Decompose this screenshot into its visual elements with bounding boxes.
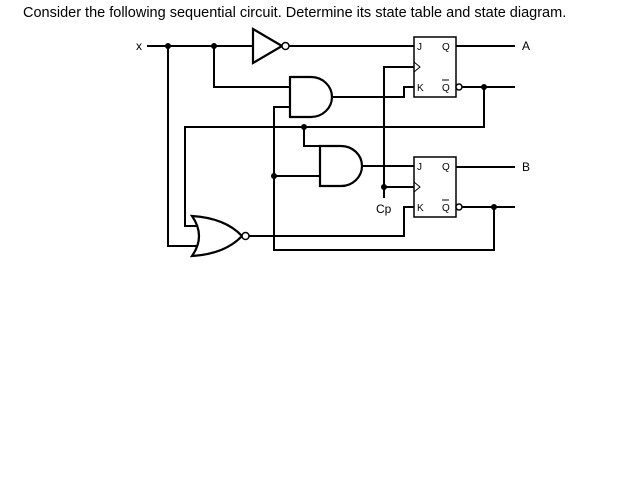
junction-dot — [301, 124, 307, 130]
junctions — [165, 43, 497, 210]
flipflop-b-q-pin: Q — [442, 162, 450, 173]
and-gate-1 — [288, 75, 334, 119]
input-x-label: x — [136, 39, 142, 53]
wire-and1-to-ka — [331, 86, 415, 98]
flipflop-b-k-pin: K — [417, 203, 424, 214]
wire-clock — [383, 66, 415, 198]
jk-flipflop-b: J K Q Q — [413, 156, 463, 218]
flipflop-a-qbar-pin: Q — [442, 83, 450, 94]
junction-dot — [481, 84, 487, 90]
output-a-label: A — [522, 39, 530, 53]
clock-label: Cp — [376, 202, 392, 216]
wire-qa-bar-feedback — [184, 86, 485, 227]
junction-dot — [271, 173, 277, 179]
nor-gate — [189, 214, 250, 258]
output-b-label: B — [522, 160, 530, 174]
flipflop-a-k-pin: K — [417, 83, 424, 94]
wire-qa-bar-to-and2 — [303, 126, 321, 147]
flipflop-a-q-pin: Q — [442, 42, 450, 53]
flipflop-b-qbar-pin: Q — [442, 203, 450, 214]
wire-qb-bar-feedback — [273, 106, 495, 251]
junction-dot — [381, 184, 387, 190]
flipflop-a-j-pin: J — [417, 42, 422, 53]
flipflop-b-j-pin: J — [417, 162, 422, 173]
wire-x-to-and1 — [213, 45, 291, 88]
question-text: Consider the following sequential circui… — [23, 5, 567, 21]
junction-dot — [491, 204, 497, 210]
jk-flipflop-a: J K Q Q — [413, 36, 463, 98]
wires — [147, 45, 515, 251]
wire-x-to-nor — [167, 45, 201, 247]
and-gate-2 — [318, 144, 364, 188]
not-gate — [251, 27, 290, 65]
junction-dot — [211, 43, 217, 49]
wire-nor-to-kb — [249, 206, 415, 237]
junction-dot — [165, 43, 171, 49]
